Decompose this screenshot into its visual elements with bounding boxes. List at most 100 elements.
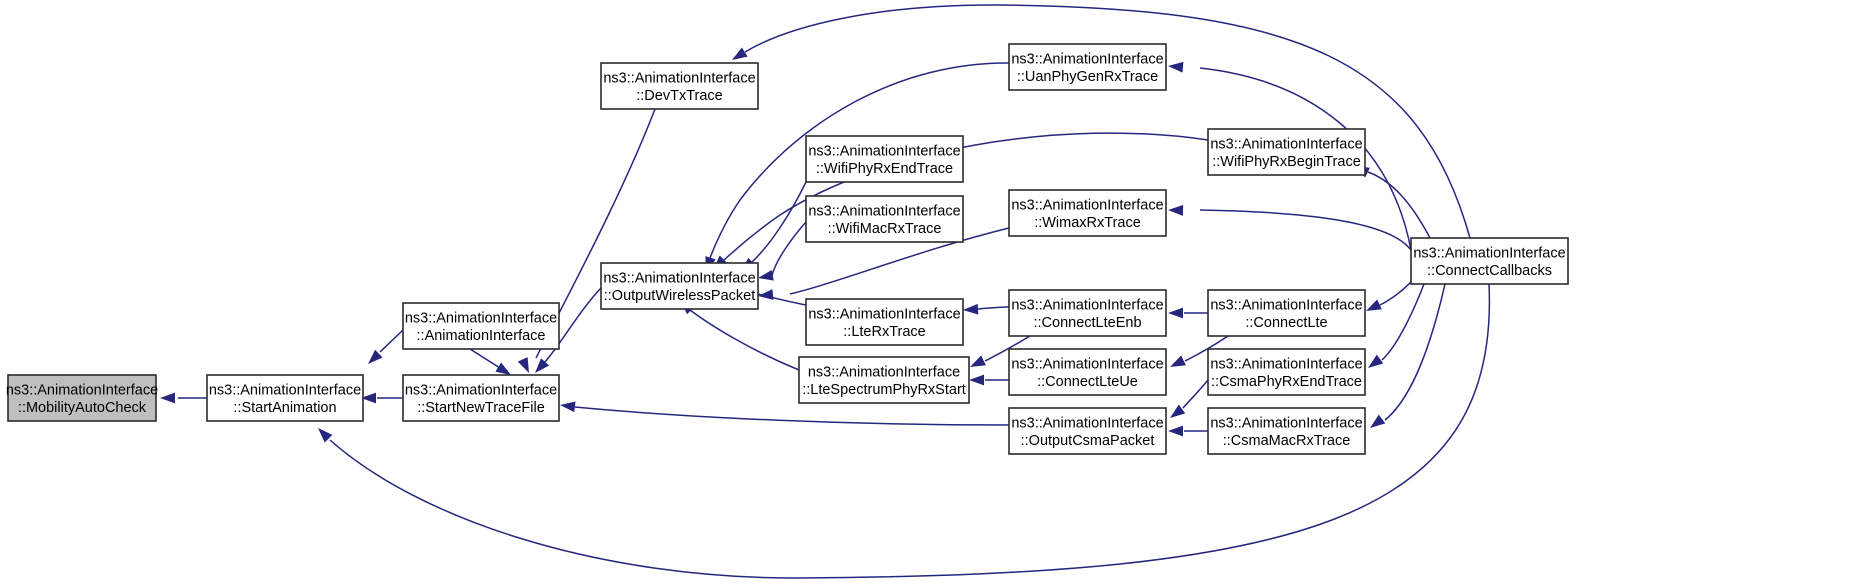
- node-connectlteue[interactable]: ns3::AnimationInterface::ConnectLteUe: [1008, 348, 1167, 396]
- arrowhead-icon: [732, 47, 748, 60]
- edge-connectlte-to-connectlteenb: [1168, 307, 1208, 319]
- node-uanphygenrxtrace[interactable]: ns3::AnimationInterface::UanPhyGenRxTrac…: [1008, 43, 1167, 91]
- node-label-line1: ns3::AnimationInterface: [405, 310, 557, 326]
- node-label-line1: ns3::AnimationInterface: [1011, 197, 1163, 213]
- edge-connectcallbacks-to-csmamacrxtrace: [1370, 283, 1446, 428]
- arrowhead-icon: [970, 355, 986, 367]
- node-label-line2: ::WimaxRxTrace: [1034, 215, 1141, 231]
- node-label-line2: ::ConnectLteUe: [1037, 374, 1138, 390]
- node-connectlte[interactable]: ns3::AnimationInterface::ConnectLte: [1207, 289, 1366, 337]
- node-ltrxtrace[interactable]: ns3::AnimationInterface::LteRxTrace: [805, 298, 964, 346]
- node-label-line2: ::ConnectCallbacks: [1427, 263, 1552, 279]
- arrowhead-icon: [1370, 414, 1386, 428]
- node-label-line1: ns3::AnimationInterface: [808, 364, 960, 380]
- arrowhead-icon: [1368, 354, 1384, 368]
- edge-line: [469, 348, 501, 369]
- edge-connectcallbacks-to-wifiphyrxbegintrace: [1354, 166, 1431, 239]
- edge-line: [544, 287, 602, 363]
- node-label-line2: ::CsmaMacRxTrace: [1223, 433, 1351, 449]
- node-box[interactable]: [1207, 407, 1366, 455]
- node-label-line1: ns3::AnimationInterface: [1011, 415, 1163, 431]
- node-label-line2: ::MobilityAutoCheck: [18, 400, 147, 416]
- node-box[interactable]: [1207, 289, 1366, 337]
- node-label-line1: ns3::AnimationInterface: [1011, 356, 1163, 372]
- node-box[interactable]: [1008, 289, 1167, 337]
- edge-connectlte-to-connectlteue: [1170, 335, 1229, 367]
- node-label-line2: ::WifiPhyRxBeginTrace: [1212, 154, 1361, 170]
- node-box[interactable]: [1207, 128, 1366, 176]
- node-label-line1: ns3::AnimationInterface: [1210, 415, 1362, 431]
- node-label-line2: ::CsmaPhyRxEndTrace: [1211, 374, 1362, 390]
- node-startanimation[interactable]: ns3::AnimationInterface::StartAnimation: [206, 374, 364, 422]
- node-label-line2: ::OutputCsmaPacket: [1021, 433, 1155, 449]
- node-mobilityautocheck[interactable]: ns3::AnimationInterface::MobilityAutoChe…: [6, 374, 158, 422]
- node-wimaxrxtrace[interactable]: ns3::AnimationInterface::WimaxRxTrace: [1008, 189, 1167, 237]
- node-csmamacrxtrace[interactable]: ns3::AnimationInterface::CsmaMacRxTrace: [1207, 407, 1366, 455]
- node-box[interactable]: [600, 62, 759, 110]
- node-box[interactable]: [805, 135, 964, 183]
- node-outputcsmapacket[interactable]: ns3::AnimationInterface::OutputCsmaPacke…: [1008, 407, 1167, 455]
- edge-wifimacrxtrace-to-outputwirelesspacket: [758, 221, 807, 281]
- node-wifimacrxtrace[interactable]: ns3::AnimationInterface::WifiMacRxTrace: [805, 195, 964, 243]
- edge-line: [1184, 335, 1229, 362]
- edge-csmamacrxtrace-to-outputcsmapacket: [1168, 425, 1208, 437]
- node-connectcallbacks[interactable]: ns3::AnimationInterface::ConnectCallback…: [1410, 237, 1569, 285]
- arrowhead-icon: [1366, 299, 1382, 311]
- node-box[interactable]: [1410, 237, 1569, 285]
- edge-animationinterface-to-startnewtracefile: [469, 348, 511, 375]
- node-box[interactable]: [600, 262, 759, 310]
- edge-connectlteenb-to-ltrxtrace: [963, 303, 1010, 315]
- edge-line: [751, 181, 807, 263]
- node-box[interactable]: [7, 374, 157, 422]
- node-box[interactable]: [798, 356, 970, 404]
- edge-animationinterface-to-startanimation: [368, 329, 404, 364]
- edge-line: [1199, 209, 1412, 251]
- node-box[interactable]: [1207, 348, 1366, 396]
- arrowhead-icon: [1168, 61, 1184, 73]
- node-connectlteenb[interactable]: ns3::AnimationInterface::ConnectLteEnb: [1008, 289, 1167, 337]
- arrowhead-icon: [1170, 404, 1186, 418]
- node-wifiphyrxbegintrace[interactable]: ns3::AnimationInterface::WifiPhyRxBeginT…: [1207, 128, 1366, 176]
- arrowhead-icon: [1170, 355, 1186, 367]
- node-wifiphyrxendtrace[interactable]: ns3::AnimationInterface::WifiPhyRxEndTra…: [805, 135, 964, 183]
- node-box[interactable]: [805, 298, 964, 346]
- node-label-line1: ns3::AnimationInterface: [6, 382, 158, 398]
- arrowhead-icon: [368, 349, 383, 364]
- node-box[interactable]: [402, 374, 560, 422]
- node-label-line2: ::AnimationInterface: [417, 328, 546, 344]
- edge-outputwirelesspacket-to-startnewtracefile: [535, 287, 602, 373]
- edge-wifiphyrxendtrace-to-outputwirelesspacket: [741, 181, 807, 272]
- node-box[interactable]: [206, 374, 364, 422]
- node-animationinterface[interactable]: ns3::AnimationInterface::AnimationInterf…: [402, 302, 560, 350]
- arrowhead-icon: [1168, 307, 1183, 319]
- node-box[interactable]: [805, 195, 964, 243]
- edge-line: [574, 406, 1010, 426]
- edge-line: [789, 227, 1010, 295]
- node-layer: ns3::AnimationInterface::MobilityAutoChe…: [6, 43, 1569, 455]
- node-devtxtrace[interactable]: ns3::AnimationInterface::DevTxTrace: [600, 62, 759, 110]
- arrowhead-icon: [1168, 205, 1184, 216]
- edge-connectcallbacks-to-startanimation: [318, 283, 1491, 579]
- node-box[interactable]: [1008, 189, 1167, 237]
- node-box[interactable]: [1008, 407, 1167, 455]
- arrowhead-icon: [517, 357, 529, 373]
- node-box[interactable]: [1008, 43, 1167, 91]
- arrowhead-icon: [535, 358, 550, 373]
- node-label-line2: ::OutputWirelessPacket: [604, 288, 756, 304]
- arrowhead-icon: [758, 269, 774, 281]
- arrowhead-icon: [160, 392, 175, 404]
- node-label-line1: ns3::AnimationInterface: [1413, 245, 1565, 261]
- node-startnewtracefile[interactable]: ns3::AnimationInterface::StartNewTraceFi…: [402, 374, 560, 422]
- node-csmaphyrxendtrace[interactable]: ns3::AnimationInterface::CsmaPhyRxEndTra…: [1207, 348, 1366, 396]
- edge-line: [1182, 379, 1209, 409]
- node-outputwirelesspacket[interactable]: ns3::AnimationInterface::OutputWirelessP…: [600, 262, 759, 310]
- node-box[interactable]: [1008, 348, 1167, 396]
- edge-line: [1384, 283, 1446, 421]
- node-ltespectrumphyrxstart[interactable]: ns3::AnimationInterface::LteSpectrumPhyR…: [798, 356, 970, 404]
- node-label-line1: ns3::AnimationInterface: [603, 270, 755, 286]
- arrowhead-icon: [1168, 425, 1183, 437]
- node-label-line2: ::WifiPhyRxEndTrace: [816, 161, 953, 177]
- edge-line: [977, 306, 1010, 310]
- node-box[interactable]: [402, 302, 560, 350]
